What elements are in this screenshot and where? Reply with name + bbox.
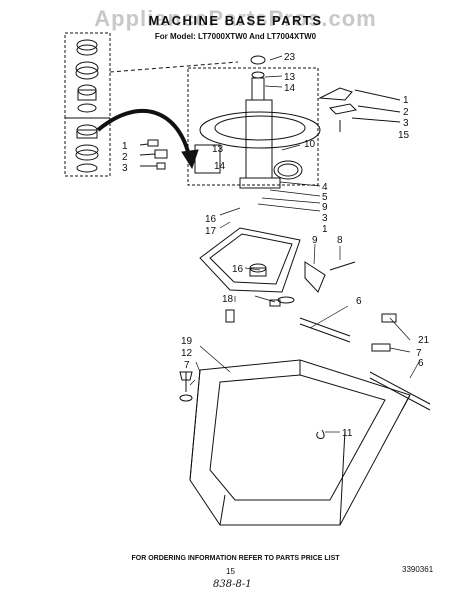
callout-21: 21 xyxy=(418,335,430,346)
watermark: AppliancePartsPros.com xyxy=(94,6,377,31)
callouts-lower-right: 6 21 7 6 xyxy=(356,296,430,369)
callout-14: 14 xyxy=(284,83,296,94)
transmission-box xyxy=(187,55,321,189)
callout-7: 7 xyxy=(184,360,190,371)
callout-7-right: 7 xyxy=(416,348,422,359)
callout-10: 10 xyxy=(304,139,316,150)
callouts-right-top: 1 2 3 15 xyxy=(398,95,410,141)
callout-13: 13 xyxy=(284,72,296,83)
callout-3-right: 3 xyxy=(403,118,409,129)
ordering-info-footer: FOR ORDERING INFORMATION REFER TO PARTS … xyxy=(131,555,340,562)
callout-6: 6 xyxy=(356,296,362,307)
document-number: 3390361 xyxy=(402,565,434,574)
callout-19: 19 xyxy=(181,336,193,347)
diagram-title: MACHINE BASE PARTS xyxy=(148,13,323,28)
callout-3-mid: 3 xyxy=(322,213,328,224)
base-frame xyxy=(189,359,411,526)
callout-18: 18 xyxy=(222,294,234,305)
callout-6-right: 6 xyxy=(418,358,424,369)
rod-parts xyxy=(299,261,431,411)
callout-9-mid: 9 xyxy=(312,235,318,246)
callout-8: 8 xyxy=(337,235,343,246)
callout-1-mid: 1 xyxy=(322,224,328,235)
callouts-left-mid: 16 17 16 xyxy=(205,214,244,275)
callout-14-inset: 14 xyxy=(214,161,226,172)
callout-1-right: 1 xyxy=(403,95,409,106)
callouts-right-mid: 4 5 9 3 1 9 8 xyxy=(312,182,343,246)
callout-17: 17 xyxy=(205,226,217,237)
callouts-top-center: 23 13 14 10 xyxy=(284,52,316,150)
callout-4: 4 xyxy=(322,182,328,193)
callout-13-inset: 13 xyxy=(212,144,224,155)
callouts-inset: 13 14 xyxy=(212,144,226,172)
callout-9: 9 xyxy=(322,202,328,213)
callouts-lower-left: 18 19 12 7 xyxy=(181,294,234,371)
callout-3: 3 xyxy=(122,163,128,174)
callout-11: 11 xyxy=(342,428,353,439)
callout-16: 16 xyxy=(205,214,217,225)
diagram-subtitle: For Model: LT7000XTW0 And LT7004XTW0 xyxy=(154,32,317,41)
right-bracket-parts xyxy=(318,87,401,132)
drain-pan xyxy=(199,227,301,293)
callout-1: 1 xyxy=(122,141,128,152)
callout-16-lower: 16 xyxy=(232,264,244,275)
callouts-bottom: 11 xyxy=(342,428,353,439)
callout-2: 2 xyxy=(122,152,128,163)
bearing-stack-lower xyxy=(64,117,111,177)
handwritten-note: 838-8-1 xyxy=(213,579,252,590)
callout-23: 23 xyxy=(284,52,296,63)
callout-5: 5 xyxy=(322,192,328,203)
callout-12: 12 xyxy=(181,348,193,359)
callout-15: 15 xyxy=(398,130,410,141)
left-bracket-parts xyxy=(139,139,168,170)
page-number: 15 xyxy=(226,567,235,576)
callouts-left-group: 1 2 3 xyxy=(122,141,128,174)
leveling-parts xyxy=(179,296,295,402)
callout-2-right: 2 xyxy=(403,107,409,118)
bearing-stack-upper xyxy=(64,32,111,119)
